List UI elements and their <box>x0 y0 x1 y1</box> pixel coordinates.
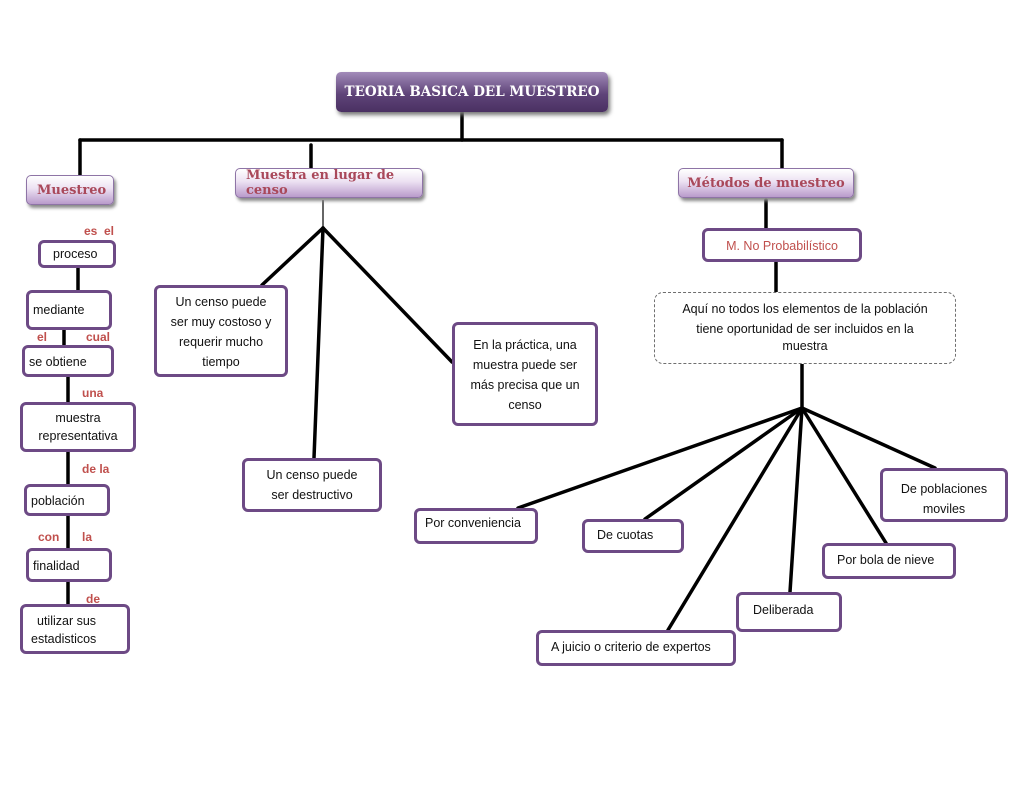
connector-de-la: de la <box>82 462 110 476</box>
branch-muestreo: Muestreo <box>26 175 114 205</box>
node-poblacion: población <box>24 484 110 516</box>
node-juicio: A juicio o criterio de expertos <box>536 630 736 666</box>
node-poblaciones-moviles: De poblaciones moviles <box>880 468 1008 522</box>
utilizar-line-1: utilizar sus <box>37 614 97 628</box>
descripcion-line-3: muestra <box>782 339 828 353</box>
muestra-line-2: representativa <box>38 429 118 443</box>
node-bola-nieve: Por bola de nieve <box>822 543 956 579</box>
branch-muestra-censo: Muestra en lugar de censo <box>235 168 423 198</box>
node-censo-costoso: Un censo puede ser muy costoso y requeri… <box>154 285 288 377</box>
precisa-line-2: muestra puede ser <box>472 358 578 372</box>
connector-la: la <box>82 530 93 544</box>
node-muestra-precisa: En la práctica, una muestra puede ser má… <box>452 322 598 426</box>
muestra-line-1: muestra <box>55 411 101 425</box>
link-deliberada <box>788 406 804 594</box>
costoso-line-3: requerir mucho <box>178 335 264 349</box>
connector-con: con <box>38 530 60 544</box>
link-costoso <box>260 226 325 287</box>
costoso-line-4: tiempo <box>202 355 240 369</box>
connector-el-2: el <box>37 330 48 344</box>
link-precisa <box>321 226 454 364</box>
precisa-line-3: más precisa que un <box>470 378 580 392</box>
destructivo-line-1: Un censo puede <box>266 468 358 482</box>
node-deliberada: Deliberada <box>736 592 842 632</box>
connector-cual: cual <box>86 330 111 344</box>
connector-una: una <box>82 386 104 400</box>
branch-metodos: Métodos de muestreo <box>678 168 854 198</box>
precisa-line-1: En la práctica, una <box>473 338 577 352</box>
connector-de: de <box>86 592 101 606</box>
no-probabilistico-label: M. No Probabilístico <box>726 239 838 253</box>
link-cuotas <box>643 406 804 521</box>
precisa-line-4: censo <box>508 398 542 412</box>
node-cuotas: De cuotas <box>582 519 684 553</box>
connector-el: el <box>104 224 115 238</box>
node-censo-destructivo: Un censo puede ser destructivo <box>242 458 382 512</box>
main-title: TEORIA BASICA DEL MUESTREO <box>336 72 608 112</box>
costoso-line-2: ser muy costoso y <box>170 315 272 329</box>
node-muestra-representativa: muestra representativa <box>20 402 136 452</box>
link-conveniencia <box>516 406 804 510</box>
connector-es: es <box>84 224 98 238</box>
node-utilizar: utilizar sus estadisticos <box>20 604 130 654</box>
costoso-line-1: Un censo puede <box>175 295 267 309</box>
node-mediante: mediante <box>26 290 112 330</box>
moviles-line-1: De poblaciones <box>900 482 988 496</box>
utilizar-line-2: estadisticos <box>31 632 97 646</box>
node-finalidad: finalidad <box>26 548 112 582</box>
moviles-line-2: moviles <box>922 502 966 516</box>
link-bola <box>800 406 888 545</box>
node-descripcion: Aquí no todos los elementos de la poblac… <box>654 292 956 364</box>
link-juicio <box>666 406 804 632</box>
node-conveniencia: Por conveniencia <box>414 508 538 544</box>
destructivo-line-2: ser destructivo <box>271 488 353 502</box>
link-destructivo <box>312 226 325 460</box>
node-proceso: proceso <box>38 240 116 268</box>
node-no-probabilistico: M. No Probabilístico <box>702 228 862 262</box>
descripcion-line-2: tiene oportunidad de ser incluidos en la <box>696 322 914 336</box>
descripcion-line-1: Aquí no todos los elementos de la poblac… <box>682 302 928 316</box>
link-moviles <box>800 406 937 470</box>
node-se-obtiene: se obtiene <box>22 345 114 377</box>
